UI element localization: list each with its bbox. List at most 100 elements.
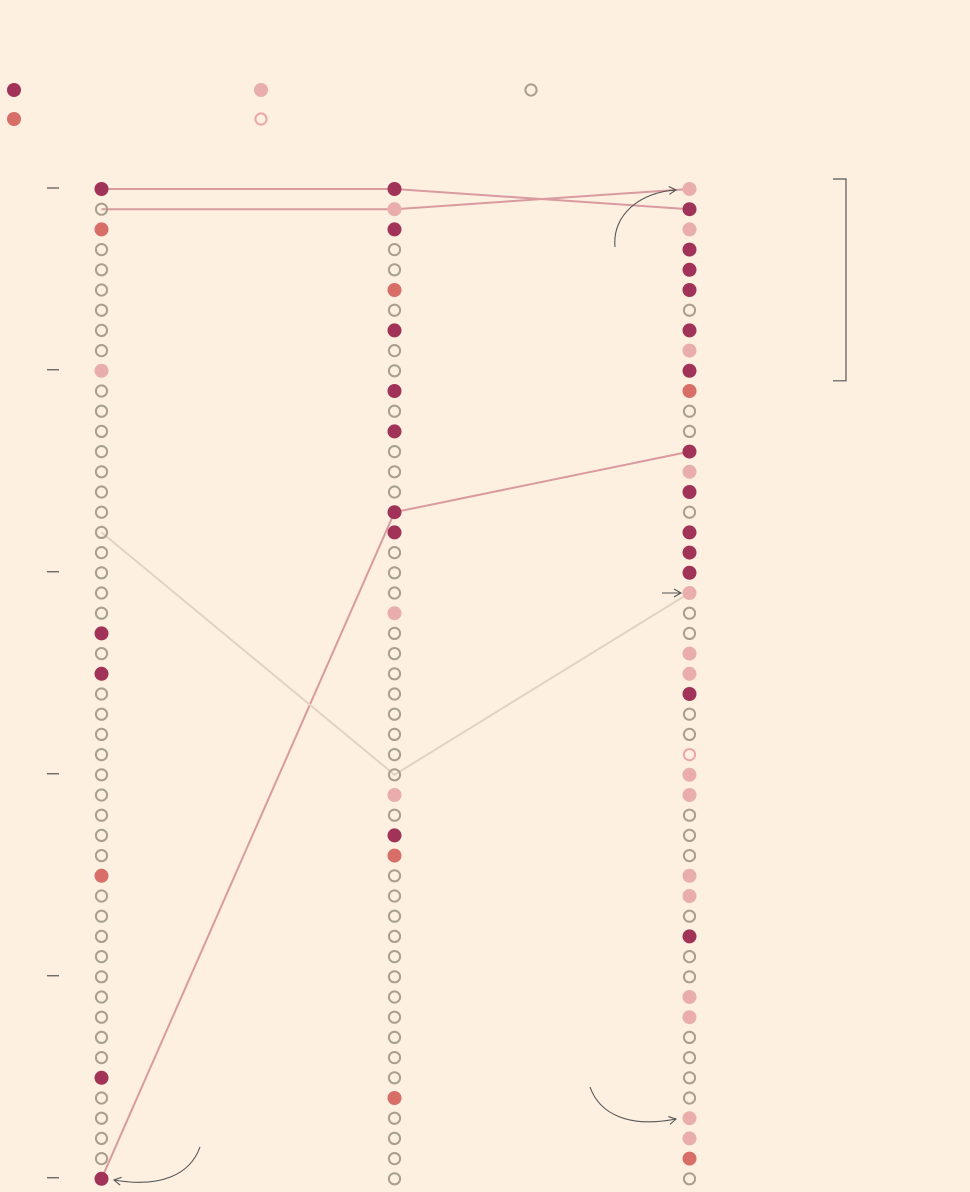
rank-dot [94, 909, 109, 923]
rank-dot [387, 1010, 402, 1024]
rank-dot [387, 990, 402, 1004]
rank-dot [682, 808, 697, 822]
legend-swatch [254, 83, 268, 97]
rank-dot [387, 1131, 402, 1146]
rank-dot [682, 242, 697, 257]
rank-dot [94, 323, 109, 337]
rank-dot [94, 626, 109, 641]
rank-dot [682, 687, 697, 701]
rank-dot [387, 707, 402, 721]
rank-dot [94, 868, 109, 883]
rank-dot [387, 1030, 402, 1045]
rank-dot [682, 929, 697, 944]
rank-dot [387, 626, 402, 641]
rank-dot [387, 768, 402, 782]
rank-dot [682, 666, 697, 681]
rank-dot [387, 323, 402, 338]
rank-dot [387, 222, 402, 237]
rank-dot [94, 950, 109, 964]
rank-dot [94, 344, 109, 358]
rank-dot [94, 1091, 109, 1105]
rank-dot [94, 788, 109, 802]
rank-dot [682, 767, 697, 782]
rank-dot [94, 748, 109, 762]
rank-dot [94, 404, 109, 418]
rank-dot [387, 1152, 402, 1166]
rank-dot [387, 303, 402, 317]
rank-dot [94, 485, 109, 499]
rank-dot [94, 1111, 109, 1125]
rank-dot [682, 545, 697, 560]
rank-dot [682, 788, 697, 802]
rank-dot [682, 363, 697, 378]
rank-dot [387, 727, 402, 742]
rank-dot [94, 990, 109, 1004]
rank-dot [682, 909, 697, 923]
rank-dot [682, 990, 697, 1004]
legend-swatch [524, 83, 538, 97]
link-layer [100, 188, 691, 1180]
rank-dot [94, 243, 109, 257]
rank-dot [682, 1030, 697, 1045]
rank-dot [682, 707, 697, 721]
rank-dot [94, 263, 109, 277]
rank-dot [94, 566, 109, 580]
rank-dot [387, 1051, 402, 1065]
rank-dot [94, 666, 109, 681]
rank-dot [94, 768, 109, 782]
rank-dot [94, 384, 109, 398]
rank-dot [387, 1172, 402, 1186]
rank-dot [682, 1131, 697, 1146]
rank-dot [682, 464, 697, 479]
rank-dot [387, 465, 402, 479]
rank-dot [682, 748, 697, 762]
rank-dot [682, 1091, 697, 1105]
rank-dot [682, 606, 697, 620]
rank-dot [682, 222, 697, 237]
annotation-arrow [614, 189, 677, 248]
rank-dot [682, 849, 697, 863]
rank-dot [94, 1051, 109, 1065]
rank-dot [682, 262, 697, 277]
rank-dot [387, 424, 402, 439]
rank-dot [682, 202, 697, 217]
rank-dot [387, 1071, 402, 1085]
annotation-arrowhead [668, 1116, 678, 1125]
rank-dot [387, 505, 402, 520]
rank-dot [94, 1070, 109, 1085]
annotation-arrow [589, 1086, 677, 1123]
rank-dot [682, 727, 697, 742]
rank-dot [682, 1111, 697, 1126]
rank-dot [682, 565, 697, 580]
legend-swatch [7, 83, 21, 97]
annotation-arrowhead [673, 588, 683, 598]
rank-dot [682, 1071, 697, 1085]
rank-dot [387, 566, 402, 580]
rank-dot [387, 606, 402, 621]
rank-dot [387, 283, 402, 297]
rank-dot [387, 848, 402, 863]
rank-dot [682, 323, 697, 338]
rank-dot [94, 1030, 109, 1045]
rank-dot [94, 727, 109, 742]
rank-dot [387, 182, 402, 196]
rank-dot [682, 444, 697, 459]
rank-dot [94, 647, 109, 661]
rank-dot [682, 384, 697, 398]
rank-dot [387, 889, 402, 903]
rank-dot [94, 707, 109, 721]
rank-dot [94, 445, 109, 459]
rank-dot [387, 869, 402, 883]
rank-dot [387, 929, 402, 944]
rank-dot [94, 1010, 109, 1024]
rank-dot [682, 343, 697, 358]
rank-dot [387, 384, 402, 398]
rank-dot [387, 788, 402, 802]
rank-dot [387, 667, 402, 681]
rank-dot [682, 505, 697, 519]
rank-dot [387, 1111, 402, 1125]
annotation-arrow [113, 1146, 201, 1183]
rank-dot [94, 182, 109, 196]
rank-dot [682, 828, 697, 843]
